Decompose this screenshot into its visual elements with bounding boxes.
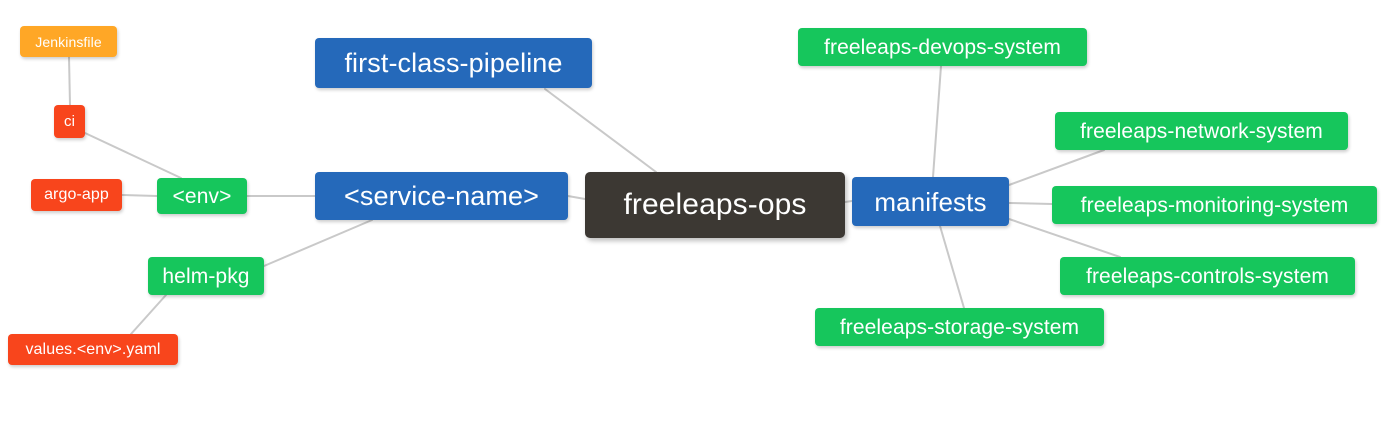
edge-helm-pkg-to-service-name [263,219,373,267]
node-label: ci [63,113,76,130]
node-label: <env> [172,184,232,208]
edge-jenkinsfile-to-ci [68,56,71,106]
node-service-name[interactable]: <service-name> [315,172,568,220]
node-label: freeleaps-network-system [1080,119,1323,143]
node-label: freeleaps-ops [623,188,807,221]
node-freeleaps-monitoring-system[interactable]: freeleaps-monitoring-system [1052,186,1377,224]
node-helm-pkg[interactable]: helm-pkg [148,257,264,295]
node-label: freeleaps-storage-system [839,315,1080,339]
edge-manifests-to-freeleaps-storage-system [939,225,965,309]
node-ci[interactable]: ci [54,105,85,138]
node-label: values.<env>.yaml [25,340,161,358]
edge-first-class-pipeline-to-freeleaps-ops [544,88,657,173]
edge-manifests-to-freeleaps-devops-system [932,65,942,178]
node-freeleaps-devops-system[interactable]: freeleaps-devops-system [798,28,1087,66]
node-label: manifests [874,186,987,217]
edge-manifests-to-freeleaps-network-system [1008,149,1105,186]
node-label: first-class-pipeline [344,47,563,78]
node-freeleaps-network-system[interactable]: freeleaps-network-system [1055,112,1348,150]
node-label: freeleaps-devops-system [824,35,1061,59]
edge-freeleaps-ops-to-manifests [844,200,853,203]
edge-manifests-to-freeleaps-controls-system [1008,218,1121,258]
node-argo-app[interactable]: argo-app [31,179,122,211]
node-freeleaps-storage-system[interactable]: freeleaps-storage-system [815,308,1104,346]
node-env[interactable]: <env> [157,178,247,214]
node-label: freeleaps-monitoring-system [1080,193,1349,217]
node-label: freeleaps-controls-system [1086,264,1329,288]
edge-manifests-to-freeleaps-monitoring-system [1008,202,1053,205]
edge-ci-to-env [84,132,182,179]
node-label: <service-name> [344,180,539,211]
node-freeleaps-ops[interactable]: freeleaps-ops [585,172,845,238]
node-jenkinsfile[interactable]: Jenkinsfile [20,26,117,57]
node-label: helm-pkg [162,264,250,288]
node-first-class-pipeline[interactable]: first-class-pipeline [315,38,592,88]
node-values-env-yaml[interactable]: values.<env>.yaml [8,334,178,365]
node-label: Jenkinsfile [35,33,102,50]
node-manifests[interactable]: manifests [852,177,1009,226]
edge-values-env-yaml-to-helm-pkg [130,294,167,335]
edge-argo-app-to-env [121,194,158,197]
edge-service-name-to-freeleaps-ops [567,195,586,200]
node-label: argo-app [44,186,109,203]
node-freeleaps-controls-system[interactable]: freeleaps-controls-system [1060,257,1355,295]
